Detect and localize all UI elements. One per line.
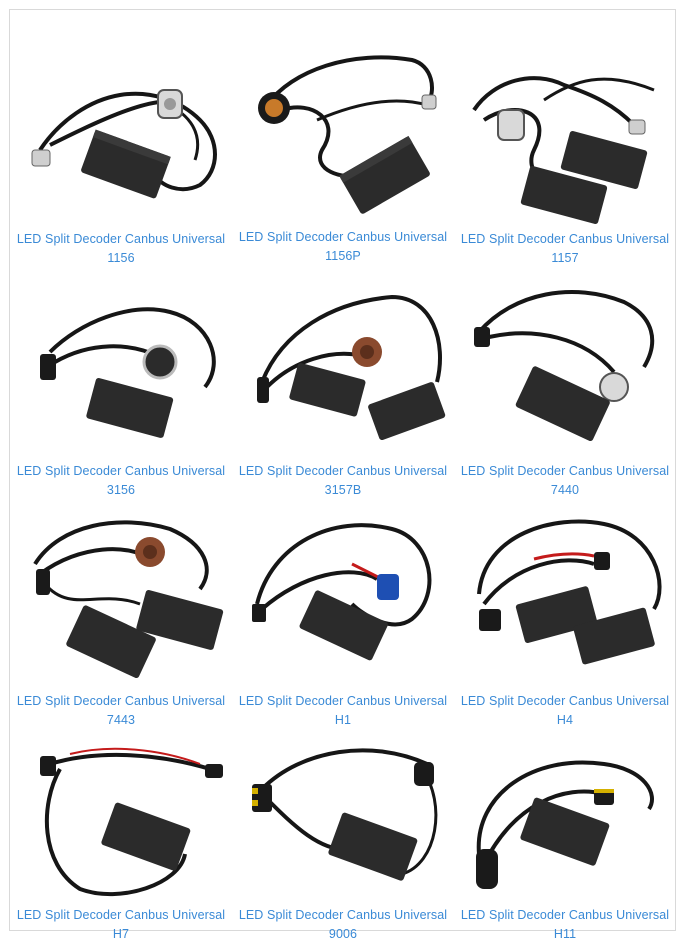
product-model: H11 <box>553 927 577 941</box>
product-card-7440[interactable]: LED Split Decoder Canbus Universal 7440 <box>454 272 676 497</box>
product-card-1157[interactable]: LED Split Decoder Canbus Universal 1157 <box>454 10 676 272</box>
product-caption: LED Split Decoder Canbus Universal 1156P <box>232 228 454 266</box>
product-caption: LED Split Decoder Canbus Universal 3156 <box>10 462 232 500</box>
decoder-3157b-image <box>257 294 446 441</box>
product-title: LED Split Decoder Canbus Universal <box>16 694 226 708</box>
product-card-3157b[interactable]: LED Split Decoder Canbus Universal 3157B <box>232 272 454 497</box>
product-title: LED Split Decoder Canbus Universal <box>460 694 670 708</box>
product-model: 1156 <box>107 251 135 265</box>
decoder-7440-image <box>474 290 655 442</box>
product-model: 9006 <box>328 927 358 941</box>
product-model: 1156P <box>325 249 361 263</box>
product-title: LED Split Decoder Canbus Universal <box>238 230 448 244</box>
product-title: LED Split Decoder Canbus Universal <box>16 908 226 922</box>
product-model: 3156 <box>106 483 136 497</box>
product-caption: LED Split Decoder Canbus Universal 3157B <box>232 462 454 500</box>
product-model: 7443 <box>106 713 136 727</box>
decoder-9006-image <box>252 748 438 881</box>
product-title: LED Split Decoder Canbus Universal <box>460 232 670 246</box>
product-title: LED Split Decoder Canbus Universal <box>16 232 226 246</box>
product-card-h4[interactable]: LED Split Decoder Canbus Universal H4 <box>454 494 676 727</box>
product-caption: LED Split Decoder Canbus Universal 7440 <box>454 462 676 500</box>
product-title: LED Split Decoder Canbus Universal <box>238 464 448 478</box>
product-title: LED Split Decoder Canbus Universal <box>460 464 670 478</box>
decoder-3156-image <box>40 307 216 438</box>
product-model: 3157B <box>324 483 362 497</box>
product-caption: LED Split Decoder Canbus Universal H4 <box>454 692 676 730</box>
product-title: LED Split Decoder Canbus Universal <box>16 464 226 478</box>
product-model: H1 <box>334 713 352 727</box>
product-caption: LED Split Decoder Canbus Universal 7443 <box>10 692 232 730</box>
decoder-1157-image <box>472 76 655 224</box>
product-model: H7 <box>112 927 130 941</box>
product-grid: LED Split Decoder Canbus Universal 1156 … <box>9 9 676 941</box>
product-caption: LED Split Decoder Canbus Universal H11 <box>454 906 676 944</box>
product-caption: LED Split Decoder Canbus Universal 9006 <box>232 906 454 944</box>
decoder-h4-image <box>477 519 662 665</box>
product-caption: LED Split Decoder Canbus Universal 1156 <box>10 230 232 268</box>
product-caption: LED Split Decoder Canbus Universal H7 <box>10 906 232 944</box>
decoder-7443-image <box>33 520 224 679</box>
decoder-h11-image <box>476 760 654 889</box>
product-title: LED Split Decoder Canbus Universal <box>238 694 448 708</box>
decoder-1156-image <box>31 89 217 199</box>
product-card-1156p[interactable]: LED Split Decoder Canbus Universal 1156P <box>232 10 454 272</box>
product-caption: LED Split Decoder Canbus Universal H1 <box>232 692 454 730</box>
product-card-1156[interactable]: LED Split Decoder Canbus Universal 1156 <box>10 10 232 272</box>
product-model: 7440 <box>550 483 580 497</box>
product-model: 1157 <box>551 251 579 265</box>
decoder-h1-image <box>252 523 432 661</box>
decoder-1156p-image <box>258 55 437 214</box>
product-card-h1[interactable]: LED Split Decoder Canbus Universal H1 <box>232 494 454 727</box>
product-card-9006[interactable]: LED Split Decoder Canbus Universal 9006 <box>232 724 454 941</box>
product-caption: LED Split Decoder Canbus Universal 1157 <box>454 230 676 268</box>
product-card-7443[interactable]: LED Split Decoder Canbus Universal 7443 <box>10 494 232 727</box>
product-card-h11[interactable]: LED Split Decoder Canbus Universal H11 <box>454 724 676 941</box>
product-model: H4 <box>556 713 574 727</box>
product-card-3156[interactable]: LED Split Decoder Canbus Universal 3156 <box>10 272 232 497</box>
product-title: LED Split Decoder Canbus Universal <box>460 908 670 922</box>
product-card-h7[interactable]: LED Split Decoder Canbus Universal H7 <box>10 724 232 941</box>
product-title: LED Split Decoder Canbus Universal <box>238 908 448 922</box>
decoder-h7-image <box>40 747 223 897</box>
